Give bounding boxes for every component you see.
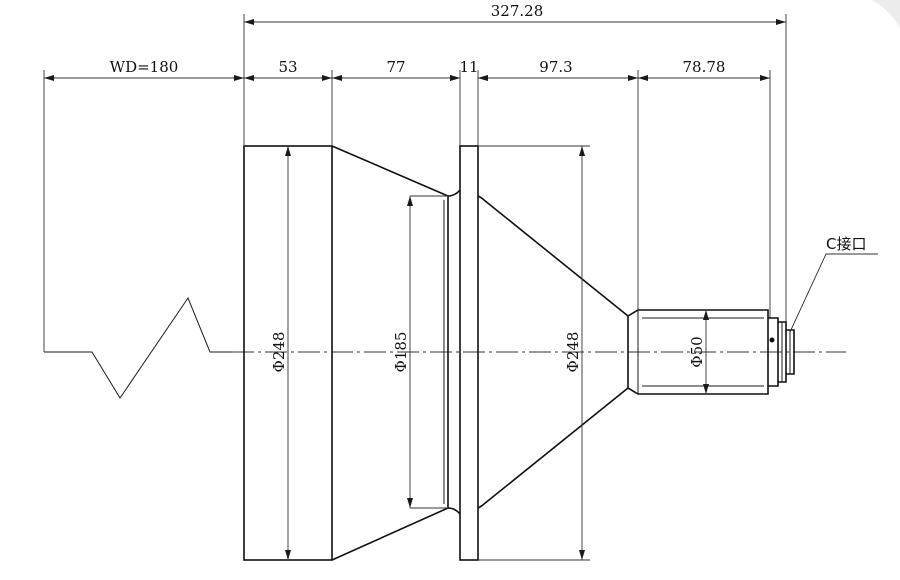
working-distance-break-line <box>44 296 244 399</box>
lens-body <box>243 145 795 561</box>
segment-4-label: 97.3 <box>539 58 572 76</box>
c-mount-label: C接口 <box>826 235 866 253</box>
diameter-dimensions <box>285 145 709 561</box>
diameter-front-label: Φ248 <box>270 332 288 373</box>
segment-1-label: 53 <box>278 58 297 76</box>
diameter-flange-label: Φ185 <box>392 332 410 373</box>
dimension-lines <box>44 19 786 81</box>
c-mount-leader-line <box>789 253 878 333</box>
diameter-cone-label: Φ248 <box>564 332 582 373</box>
rear-cone <box>477 195 629 509</box>
mount-marker-dot <box>769 337 775 343</box>
extension-lines <box>43 14 787 352</box>
diameter-barrel-label: Φ50 <box>688 336 706 367</box>
segment-5-label: 78.78 <box>683 58 726 76</box>
segment-2-label: 77 <box>386 58 405 76</box>
tapered-section <box>331 145 449 561</box>
working-distance-label: WD=180 <box>110 58 179 76</box>
mounting-flange <box>459 145 479 561</box>
overall-length-label: 327.28 <box>491 2 544 20</box>
segment-3-label: 11 <box>459 58 478 76</box>
page-corner-shade <box>872 0 900 28</box>
